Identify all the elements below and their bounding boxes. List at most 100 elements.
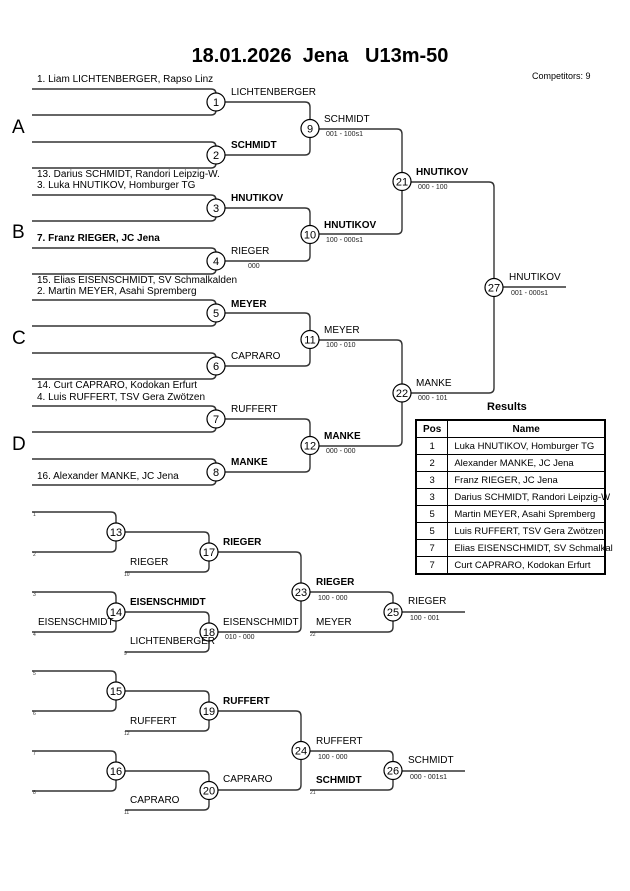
match-number: 27	[488, 283, 500, 295]
bracket-line	[32, 405, 217, 433]
results-row: 7 Elias EISENSCHMIDT, SV Schmalkal	[415, 539, 613, 557]
match-circle	[300, 118, 320, 139]
pool-label-a: A	[12, 117, 25, 138]
competitor-name: 15. Elias EISENSCHMIDT, SV Schmalkalden	[37, 275, 238, 286]
results-header-pos: Pos	[415, 419, 449, 438]
match-score: 001 - 100s1	[326, 131, 363, 138]
match-score: 100 - 000s1	[326, 237, 363, 244]
result-pos: 7	[415, 539, 449, 557]
match-number: 16	[110, 766, 122, 778]
match-number: 17	[203, 547, 215, 559]
match-number: 10	[304, 230, 316, 242]
match-circle	[206, 198, 226, 218]
match-number: 6	[213, 361, 219, 373]
competitor-name: 4. Luis RUFFERT, TSV Gera Zwötzen	[37, 392, 206, 403]
competitor-name: SCHMIDT	[324, 114, 370, 125]
match-circle	[300, 329, 320, 350]
competitor-name: 7. Franz RIEGER, JC Jena	[37, 233, 160, 244]
seed-number: 22	[310, 632, 316, 638]
match-number: 11	[304, 335, 315, 347]
competitor-name: HNUTIKOV	[416, 167, 469, 178]
competitor-name: MANKE	[324, 431, 361, 442]
match-number: 3	[213, 203, 219, 215]
seed-number: 12	[124, 731, 130, 737]
match-circle	[206, 462, 226, 482]
results-header-name: Name	[447, 419, 606, 438]
match-score: 000 - 100	[418, 184, 448, 191]
bracket-line	[310, 128, 403, 235]
competitor-name: EISENSCHMIDT	[130, 597, 206, 608]
seed-number: 5	[33, 671, 36, 677]
competitor-name: 13. Darius SCHMIDT, Randori Leipzig-W.	[37, 169, 220, 180]
seed-number: 7	[33, 751, 36, 757]
competitor-name: MEYER	[324, 325, 360, 336]
match-score: 000 - 001s1	[410, 774, 447, 781]
competitor-name: SCHMIDT	[316, 775, 362, 786]
match-score: 000 - 000	[326, 448, 356, 455]
seed-number: 8	[33, 790, 36, 796]
match-circle	[206, 251, 226, 271]
result-pos: 3	[415, 471, 449, 489]
competitor-name: MANKE	[416, 378, 452, 389]
match-circle	[383, 760, 403, 781]
results-row: 7 Curt CAPRARO, Kodokan Erfurt	[415, 556, 606, 575]
seed-number: 21	[310, 790, 316, 796]
competitor-name: MEYER	[316, 617, 352, 628]
competitor-name: 1. Liam LICHTENBERGER, Rapso Linz	[37, 74, 214, 85]
competitor-name: CAPRARO	[223, 774, 273, 785]
result-pos: 3	[415, 488, 449, 506]
bracket-line	[32, 352, 217, 380]
results-row: 3 Franz RIEGER, JC Jena	[415, 471, 606, 489]
result-pos: 2	[415, 454, 449, 472]
match-score: 010 - 000	[225, 634, 255, 641]
match-number: 21	[396, 177, 408, 189]
match-number: 5	[213, 308, 219, 320]
result-pos: 7	[415, 556, 449, 575]
match-circle	[199, 622, 219, 642]
competitor-name: RIEGER	[316, 577, 355, 588]
match-number: 23	[295, 587, 307, 599]
match-number: 2	[213, 150, 219, 162]
bracket-line	[32, 247, 217, 275]
match-circle	[383, 602, 403, 622]
match-number: 1	[213, 97, 219, 109]
match-number: 25	[387, 607, 399, 619]
seed-number: 1	[33, 512, 36, 518]
result-name: Luka HNUTIKOV, Homburger TG	[447, 437, 606, 455]
match-score: 001 - 000s1	[511, 290, 548, 297]
competitor-name: MEYER	[231, 299, 267, 310]
seed-number: 2	[33, 552, 36, 558]
result-name: Curt CAPRARO, Kodokan Erfurt	[447, 556, 606, 575]
result-name: Franz RIEGER, JC Jena	[447, 471, 606, 489]
match-circle	[206, 409, 226, 429]
match-circle	[300, 435, 320, 456]
match-score: 000	[248, 263, 260, 270]
seed-number: 10	[124, 572, 130, 578]
page-title: 18.01.2026 Jena U13m-50	[191, 45, 449, 67]
match-circle	[206, 145, 226, 165]
bracket-line	[32, 141, 217, 169]
competitors-count: Competitors: 9	[532, 71, 591, 81]
match-number: 4	[213, 256, 219, 268]
competitor-name: HNUTIKOV	[509, 272, 561, 283]
match-number: 13	[110, 527, 122, 539]
results-title: Results	[487, 401, 527, 413]
competitor-name: CAPRARO	[231, 351, 281, 362]
competitor-name: RUFFERT	[223, 696, 270, 707]
match-number: 8	[213, 467, 219, 479]
competitor-name: 3. Luka HNUTIKOV, Homburger TG	[37, 180, 196, 191]
match-circle	[291, 740, 311, 761]
match-circle	[106, 602, 126, 622]
competitor-name: CAPRARO	[130, 795, 180, 806]
match-score: 000 - 101	[418, 395, 448, 402]
match-number: 9	[307, 124, 313, 136]
bracket-line	[32, 511, 117, 553]
results-row: 2 Alexander MANKE, JC Jena	[415, 454, 606, 472]
competitor-name: LICHTENBERGER	[231, 87, 317, 98]
competitor-name: RUFFERT	[316, 736, 363, 747]
match-circle	[392, 171, 412, 192]
results-row: 5 Luis RUFFERT, TSV Gera Zwötzen	[415, 522, 606, 540]
seed-number: 6	[33, 711, 36, 717]
pool-label-c: C	[12, 328, 26, 349]
bracket-line	[32, 750, 117, 792]
